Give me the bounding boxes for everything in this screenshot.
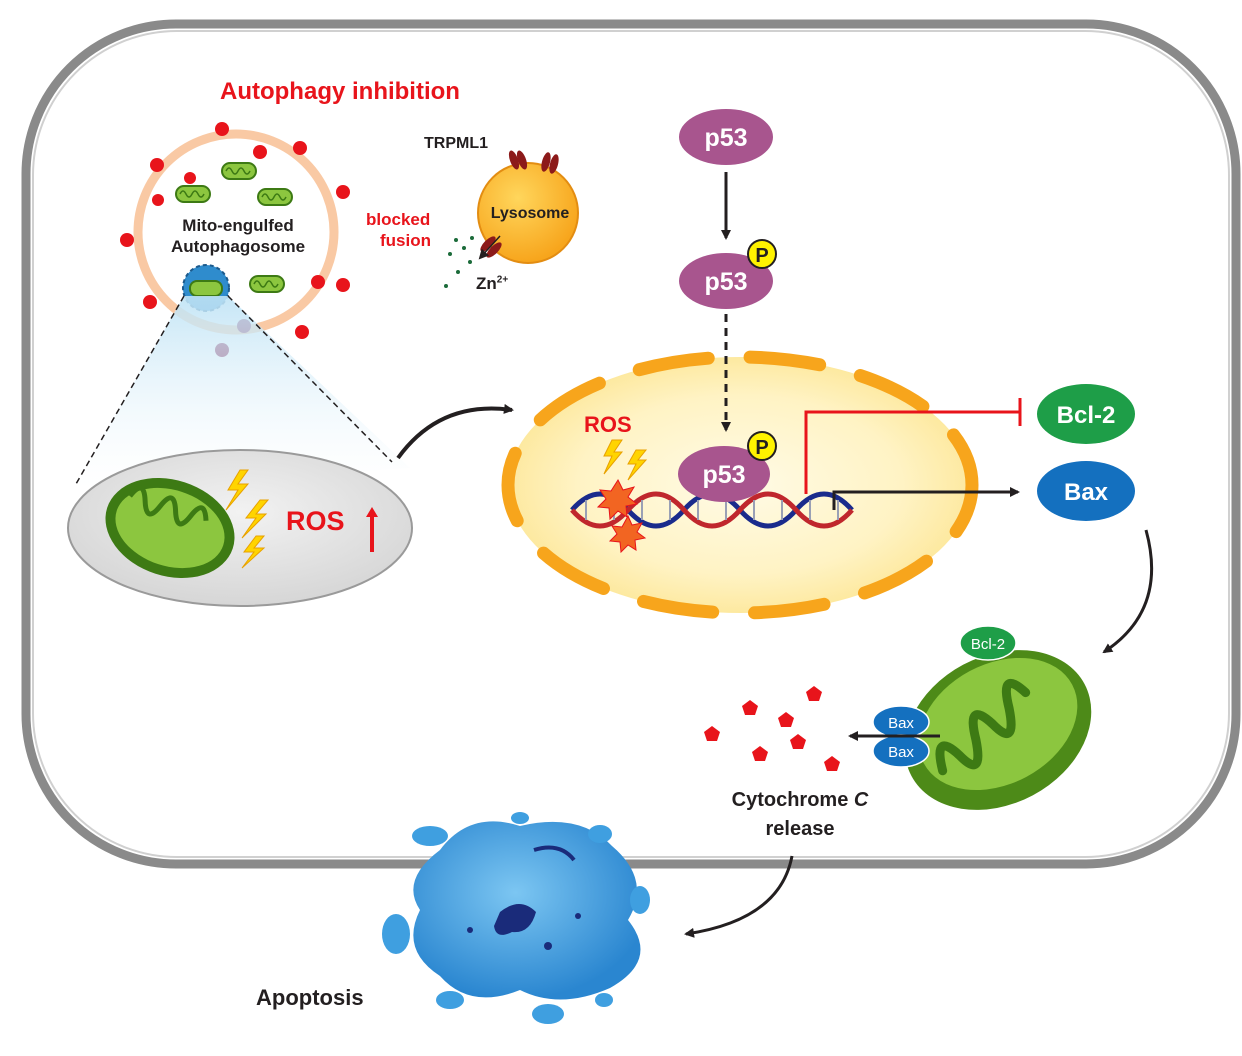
arrow-bax-to-mito xyxy=(1102,529,1154,654)
apoptosis-label: Apoptosis xyxy=(256,985,364,1010)
bax-on-mito-2-label: Bax xyxy=(888,744,914,761)
fusion-label: fusion xyxy=(380,231,431,250)
trpml1-label: TRPML1 xyxy=(424,135,488,152)
zinc-ions xyxy=(444,236,474,288)
blocked-label: blocked xyxy=(366,210,431,229)
release-label: release xyxy=(765,818,835,840)
mito-engulfed-label: Mito-engulfed xyxy=(182,216,294,235)
cytochrome-label: Cytochrome C xyxy=(731,789,869,811)
bcl2-on-mito xyxy=(959,625,1017,661)
p53-node-phospho xyxy=(679,253,773,309)
autophagosome xyxy=(120,122,350,357)
bcl2-on-mito-label: Bcl-2 xyxy=(971,636,1005,653)
autophagosome-label: Autophagosome xyxy=(170,237,306,256)
bax-on-mito-1-label: Bax xyxy=(888,715,914,732)
autophagy-markers xyxy=(120,122,350,339)
arrow-to-nucleus xyxy=(396,403,514,460)
bax-label: Bax xyxy=(1064,479,1109,506)
bcl2-label: Bcl-2 xyxy=(1057,402,1116,429)
p53-node-nucleus xyxy=(678,446,770,502)
zinc-label: Zn2+ xyxy=(476,274,509,293)
ros-lightning-nucleus-icon xyxy=(603,439,648,481)
phospho-badge-mid xyxy=(747,239,777,269)
inhibition-bcl2 xyxy=(804,410,1020,494)
phospho-label-nucleus: P xyxy=(755,437,768,459)
ros-label-nucleus: ROS xyxy=(584,412,632,437)
bax-node xyxy=(1037,461,1135,521)
p53-label-phospho: p53 xyxy=(704,268,747,296)
p53-label-nucleus: p53 xyxy=(702,461,745,489)
p53-node-top xyxy=(679,109,773,165)
ros-label-mito: ROS xyxy=(286,506,345,536)
activation-bax xyxy=(832,487,1020,510)
damaged-mitochondrion xyxy=(105,478,235,578)
apoptotic-cell-icon xyxy=(382,812,650,1024)
phospho-label-mid: P xyxy=(755,245,768,267)
ros-lightning-icon xyxy=(225,469,270,569)
cytochrome-c-icon xyxy=(704,686,840,771)
arrow-to-apoptosis xyxy=(684,855,794,938)
bcl2-node xyxy=(1037,384,1135,444)
autophagy-inhibition-title: Autophagy inhibition xyxy=(220,78,460,105)
trpml1-channel-icon xyxy=(480,150,559,258)
engulfed-mitochondria xyxy=(175,162,293,293)
lysosome xyxy=(477,150,579,264)
lysosome-label: Lysosome xyxy=(490,205,570,222)
phospho-badge-nucleus xyxy=(747,431,777,461)
dna-damage-icon xyxy=(596,478,647,554)
mitochondrion-large xyxy=(904,650,1092,810)
p53-label-top: p53 xyxy=(704,124,747,152)
